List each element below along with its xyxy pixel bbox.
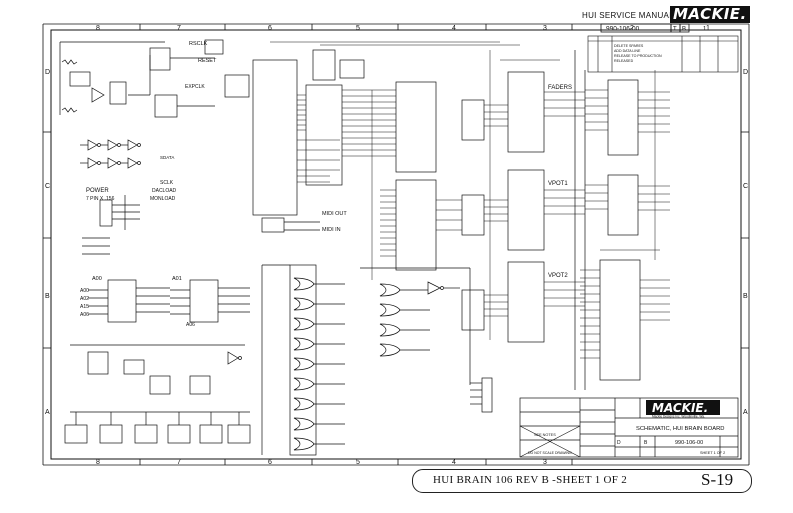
col-marker-4-bottom: 4 — [452, 459, 456, 466]
left-circuitry — [59, 39, 251, 444]
row-marker-b: B — [45, 293, 50, 300]
rev-cell-2: B — [682, 27, 686, 33]
page-header: HUI SERVICE MANUAL MACKIE. — [566, 6, 756, 24]
col-marker-6: 6 — [268, 25, 272, 32]
border-ticks — [42, 23, 750, 466]
title-size: D — [617, 440, 621, 446]
rev-entry-2: ADD DATA LINE — [614, 49, 641, 53]
vpot2-label: VPOT2 — [548, 273, 568, 279]
row-marker-a-right: A — [743, 409, 748, 416]
doc-number-block: 990-106-00 T B 1 — [600, 23, 707, 33]
sclk-label: RSCLK — [189, 41, 208, 47]
cross-box — [519, 425, 581, 458]
rev-entry-4: RELEASED — [614, 59, 634, 63]
vpot1-label: VPOT1 — [548, 181, 568, 187]
addr-line-3: A15 — [80, 304, 89, 310]
col-marker-8: 8 — [96, 25, 100, 32]
rev-entry-1: DELETE SPARES — [614, 44, 644, 48]
row-marker-a: A — [45, 409, 50, 416]
right-section — [580, 70, 670, 381]
midi-out-label: MIDI OUT — [322, 211, 347, 217]
a06-label: A06 — [186, 322, 195, 328]
col-marker-7-bottom: 7 — [177, 459, 181, 466]
faders-label: FADERS — [548, 85, 572, 91]
brand-logo: MACKIE. — [670, 6, 750, 23]
mcu-section — [224, 41, 520, 456]
title-brand: MACKIE. — [652, 401, 708, 415]
title-block — [519, 397, 739, 458]
addr-line-1: A00 — [80, 288, 89, 294]
doc-number: 990-106-00 — [606, 26, 640, 33]
drawing-frame — [50, 29, 742, 460]
row-marker-c: C — [45, 183, 50, 190]
col-marker-5-bottom: 5 — [356, 459, 360, 466]
title-brand-bg — [646, 400, 720, 415]
footer-caption-box: HUI BRAIN 106 REV B -SHEET 1 OF 2 S-19 — [412, 469, 752, 493]
col-marker-2: 2 — [630, 25, 634, 32]
manual-title: HUI SERVICE MANUAL — [582, 11, 674, 20]
addr-line-4: A06 — [80, 312, 89, 318]
col-marker-1: 1 — [706, 25, 710, 32]
footer-caption: HUI BRAIN 106 REV B -SHEET 1 OF 2 — [433, 474, 628, 486]
revision-table — [587, 35, 739, 73]
addr-line-2: A02 — [80, 296, 89, 302]
title-text: SCHEMATIC, HUI BRAIN BOARD — [636, 426, 724, 432]
a01-label: A01 — [172, 276, 182, 282]
row-marker-d: D — [45, 69, 50, 76]
col-marker-7: 7 — [177, 25, 181, 32]
title-sheet: SHEET 1 OF 2 — [700, 451, 725, 455]
power-label: POWER — [86, 188, 109, 194]
row-marker-c-right: C — [743, 183, 748, 190]
col-marker-8-bottom: 8 — [96, 459, 100, 466]
a00-label: A00 — [92, 276, 102, 282]
col-marker-3-bottom: 3 — [543, 459, 547, 466]
col-marker-6-bottom: 6 — [268, 459, 272, 466]
col-marker-5: 5 — [356, 25, 360, 32]
power-conn-label: 7 PIN X .156 — [86, 196, 115, 202]
title-doc-number: 990-106-00 — [675, 440, 703, 446]
title-company: Mackie Designs Inc. Woodinville, Wa. — [652, 415, 705, 419]
sdata-label: SDATA — [160, 155, 174, 160]
monload-label: MONLOAD — [150, 196, 176, 202]
adc-section — [436, 50, 586, 413]
gate-column — [293, 267, 471, 451]
row-marker-d-right: D — [743, 69, 748, 76]
col-marker-3: 3 — [543, 25, 547, 32]
title-rev: B — [644, 440, 648, 446]
page-number: S-19 — [701, 470, 734, 489]
rev-cell-1: T — [673, 27, 677, 33]
col-marker-4: 4 — [452, 25, 456, 32]
expclk-label: EXPCLK — [185, 84, 205, 90]
rev-entry-3: RELEASE TO PRODUCTION — [614, 54, 662, 58]
row-marker-b-right: B — [743, 293, 748, 300]
rev-cell-3: 1 — [703, 27, 707, 33]
title-note-1: SEE NOTES — [534, 433, 556, 437]
reset-label: RESET — [198, 58, 217, 64]
midi-in-label: MIDI IN — [322, 227, 341, 233]
dacload-label: DACLOAD — [152, 188, 177, 194]
sclk2-label: SCLK — [160, 180, 174, 186]
title-note-2: DO NOT SCALE DRAWING — [528, 451, 572, 455]
